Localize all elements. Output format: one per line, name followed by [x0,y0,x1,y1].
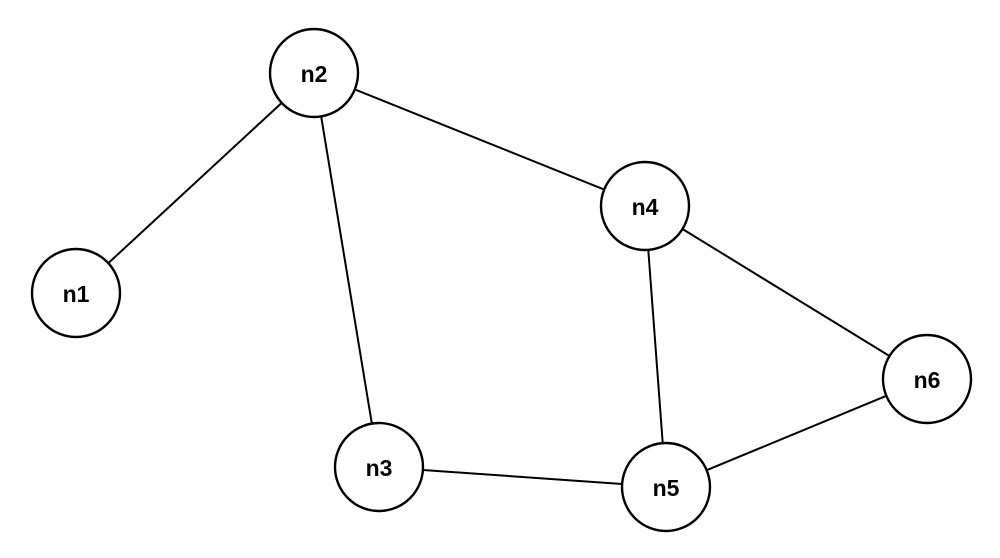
graph-node-circle-n4[interactable] [599,160,691,252]
graph-node-label-n2: n2 [301,61,328,87]
graph-node-n1[interactable]: n1 [30,247,122,339]
graph-node-circle-n5[interactable] [620,441,712,533]
graph-node-circle-n2[interactable] [268,27,360,119]
graph-node-circle-n3[interactable] [333,421,425,513]
graph-edge-n2-n4 [354,88,605,191]
node-layer: n1 n2 n3 n4 n5 n6 [30,27,973,533]
graph-node-n4[interactable]: n4 [599,160,691,252]
graph-node-label-n6: n6 [914,367,941,393]
graph-edge-n5-n6 [706,394,887,472]
graph-edge-n3-n5 [422,469,623,485]
graph-node-label-n3: n3 [366,455,393,481]
graph-edge-n4-n6 [681,228,891,357]
graph-node-circle-n6[interactable] [881,333,973,425]
graph-node-label-n5: n5 [653,475,680,501]
graph-edge-n1-n2 [107,102,283,264]
edge-layer [107,88,891,485]
graph-edge-n2-n3 [320,116,373,424]
graph-node-n6[interactable]: n6 [881,333,973,425]
graph-node-label-n4: n4 [632,194,659,220]
graph-node-circle-n1[interactable] [30,247,122,339]
graph-node-n5[interactable]: n5 [620,441,712,533]
graph-edge-n4-n5 [647,249,664,444]
graph-node-n2[interactable]: n2 [268,27,360,119]
graph-node-label-n1: n1 [63,281,90,307]
graph-node-n3[interactable]: n3 [333,421,425,513]
